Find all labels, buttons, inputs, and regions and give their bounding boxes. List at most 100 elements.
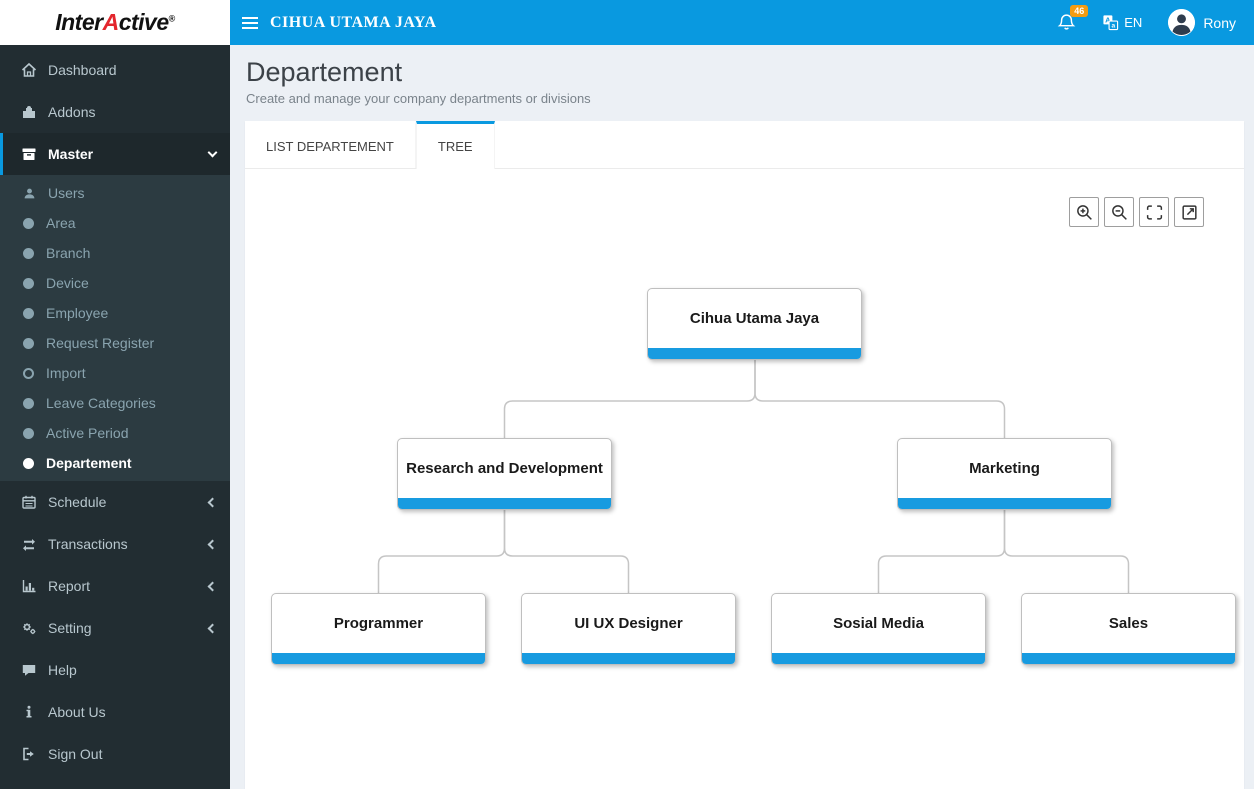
info-icon: [20, 704, 37, 720]
open-external-button[interactable]: [1174, 197, 1204, 227]
exchange-icon: [20, 536, 37, 552]
chevron-left-icon: [207, 581, 218, 591]
sidebar-toggle-button[interactable]: [230, 0, 270, 45]
org-node-research-and-development[interactable]: Research and Development: [397, 438, 612, 510]
zoom-in-icon: [1076, 204, 1092, 220]
sidebar-item-label: Addons: [48, 104, 96, 120]
sidebar-item-area[interactable]: Area: [0, 208, 230, 238]
circle-icon: [23, 217, 34, 229]
comment-icon: [20, 662, 37, 678]
sidebar-item-request-register[interactable]: Request Register: [0, 328, 230, 358]
avatar-person-icon: [1168, 9, 1196, 36]
sidebar-item-label: Device: [46, 275, 89, 291]
sidebar-item-label: Report: [48, 578, 91, 594]
sidebar-item-addons[interactable]: Addons: [0, 91, 230, 133]
sidebar-item-label: Area: [46, 215, 76, 231]
chevron-down-icon: [207, 147, 218, 158]
sidebar-item-label: Setting: [48, 620, 92, 636]
user-name: Rony: [1203, 14, 1236, 31]
sidebar-item-transactions[interactable]: Transactions: [0, 523, 230, 565]
user-menu[interactable]: Rony: [1168, 9, 1236, 36]
sidebar: InterActive® Dashboard Addons Master: [0, 0, 230, 789]
sidebar-item-label: About Us: [48, 704, 106, 720]
sidebar-item-leave-categories[interactable]: Leave Categories: [0, 388, 230, 418]
sidebar-item-about-us[interactable]: About Us: [0, 691, 230, 733]
sidebar-item-label: Import: [46, 365, 86, 381]
sidebar-item-branch[interactable]: Branch: [0, 238, 230, 268]
sidebar-item-label: Schedule: [48, 494, 107, 510]
sidebar-item-device[interactable]: Device: [0, 268, 230, 298]
circle-icon: [23, 427, 34, 439]
circle-icon: [23, 457, 34, 469]
master-submenu: Users Area Branch Device Employee Reques…: [0, 175, 230, 481]
org-node-sales[interactable]: Sales: [1021, 593, 1236, 665]
sidebar-item-import[interactable]: Import: [0, 358, 230, 388]
archive-box-icon: [20, 146, 37, 162]
chevron-left-icon: [207, 539, 218, 549]
sidebar-item-label: Transactions: [48, 536, 128, 552]
tab-list-departement[interactable]: LIST DEPARTEMENT: [245, 121, 416, 168]
sidebar-item-label: Request Register: [46, 335, 155, 351]
sidebar-item-schedule[interactable]: Schedule: [0, 481, 230, 523]
sidebar-item-sign-out[interactable]: Sign Out: [0, 733, 230, 775]
departement-panel: LIST DEPARTEMENT TREE: [245, 121, 1244, 789]
company-name: CIHUA UTAMA JAYA: [270, 13, 437, 31]
sidebar-item-report[interactable]: Report: [0, 565, 230, 607]
org-node-cihua-utama-jaya[interactable]: Cihua Utama Jaya: [647, 288, 862, 360]
tab-tree[interactable]: TREE: [415, 121, 495, 169]
chevron-left-icon: [207, 497, 218, 507]
zoom-out-button[interactable]: [1104, 197, 1134, 227]
sidebar-item-departement[interactable]: Departement: [0, 448, 230, 478]
zoom-in-button[interactable]: [1069, 197, 1099, 227]
org-node-marketing[interactable]: Marketing: [897, 438, 1112, 510]
content-header: Departement Create and manage your compa…: [230, 45, 1254, 116]
fit-to-screen-button[interactable]: [1139, 197, 1169, 227]
app-logo[interactable]: InterActive®: [0, 0, 230, 45]
sidebar-item-label: Dashboard: [48, 62, 117, 78]
sidebar-item-label: Help: [48, 662, 77, 678]
org-chart-canvas[interactable]: Cihua Utama Jaya Research and Developmen…: [245, 169, 1244, 789]
language-label: EN: [1124, 15, 1143, 30]
circle-icon: [23, 247, 34, 259]
tabstrip: LIST DEPARTEMENT TREE: [245, 121, 1244, 169]
node-accent-bar: [772, 653, 985, 664]
language-icon: Aa: [1103, 15, 1119, 31]
main-content: Departement Create and manage your compa…: [230, 45, 1254, 789]
avatar: [1168, 9, 1196, 36]
page-subtitle: Create and manage your company departmen…: [246, 91, 591, 106]
notifications-button[interactable]: 46: [1057, 5, 1089, 32]
sidebar-item-users[interactable]: Users: [0, 178, 230, 208]
circle-icon: [23, 307, 34, 319]
sidebar-item-help[interactable]: Help: [0, 649, 230, 691]
sidebar-item-setting[interactable]: Setting: [0, 607, 230, 649]
tree-toolbar: [1069, 197, 1204, 227]
node-accent-bar: [648, 348, 861, 359]
notification-badge: 46: [1070, 5, 1089, 17]
circle-icon: [23, 397, 34, 409]
node-accent-bar: [1022, 653, 1235, 664]
org-node-ui-ux-designer[interactable]: UI UX Designer: [521, 593, 736, 665]
sidebar-item-label: Leave Categories: [46, 395, 156, 411]
node-accent-bar: [272, 653, 485, 664]
org-node-sosial-media[interactable]: Sosial Media: [771, 593, 986, 665]
page-title: Departement: [246, 57, 403, 87]
circle-icon: [23, 337, 34, 349]
sidebar-item-label: Employee: [46, 305, 109, 321]
sidebar-item-label: Departement: [46, 455, 132, 471]
sidebar-nav: Dashboard Addons Master Users: [0, 45, 230, 775]
node-accent-bar: [398, 498, 611, 509]
sidebar-item-label: Users: [48, 185, 85, 201]
org-node-programmer[interactable]: Programmer: [271, 593, 486, 665]
sidebar-item-active-period[interactable]: Active Period: [0, 418, 230, 448]
circle-icon: [23, 277, 34, 289]
sidebar-item-dashboard[interactable]: Dashboard: [0, 49, 230, 91]
sidebar-item-label: Sign Out: [48, 746, 103, 762]
sidebar-item-employee[interactable]: Employee: [0, 298, 230, 328]
sign-out-icon: [20, 746, 37, 762]
app-logo-text: InterActive®: [55, 9, 175, 35]
sidebar-item-master[interactable]: Master: [0, 133, 230, 175]
sidebar-item-label: Master: [48, 146, 94, 162]
